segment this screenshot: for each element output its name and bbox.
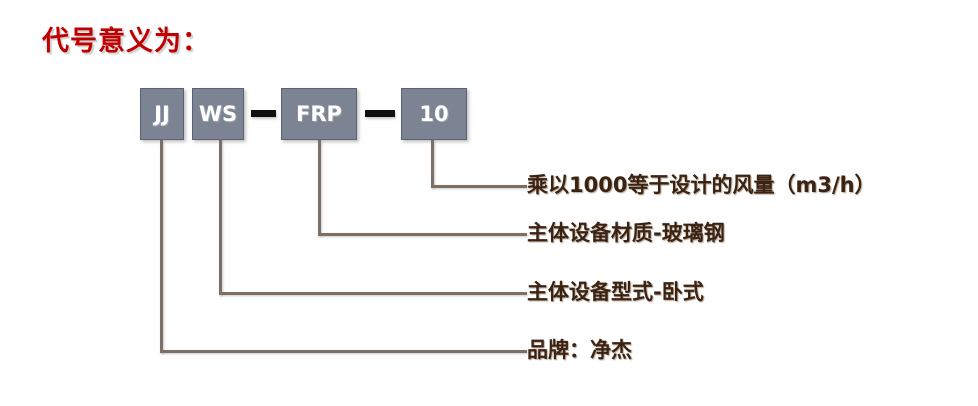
page-title: 代号意义为： bbox=[42, 26, 210, 57]
code-box-frp: FRP bbox=[281, 88, 357, 140]
connector-horizontal-quantity bbox=[431, 185, 527, 188]
label-equipment-type: 主体设备型式-卧式 bbox=[527, 280, 704, 304]
connector-vertical-jj bbox=[160, 140, 163, 353]
label-material: 主体设备材质-玻璃钢 bbox=[527, 221, 725, 245]
connector-vertical-ws bbox=[219, 140, 222, 295]
connector-horizontal-ws bbox=[219, 292, 527, 295]
label-brand: 品牌：净杰 bbox=[527, 338, 632, 362]
connector-horizontal-jj bbox=[160, 350, 527, 353]
separator-dash-2 bbox=[365, 110, 395, 117]
separator-dash-1 bbox=[251, 110, 276, 117]
connector-vertical-frp bbox=[318, 140, 321, 236]
connector-horizontal-frp bbox=[318, 233, 527, 236]
code-box-quantity: 10 bbox=[401, 88, 467, 140]
code-box-ws: WS bbox=[192, 88, 244, 140]
label-quantity: 乘以1000等于设计的风量（m3/h） bbox=[527, 173, 876, 197]
code-box-jj: JJ bbox=[140, 88, 184, 140]
connector-vertical-quantity bbox=[431, 140, 434, 188]
